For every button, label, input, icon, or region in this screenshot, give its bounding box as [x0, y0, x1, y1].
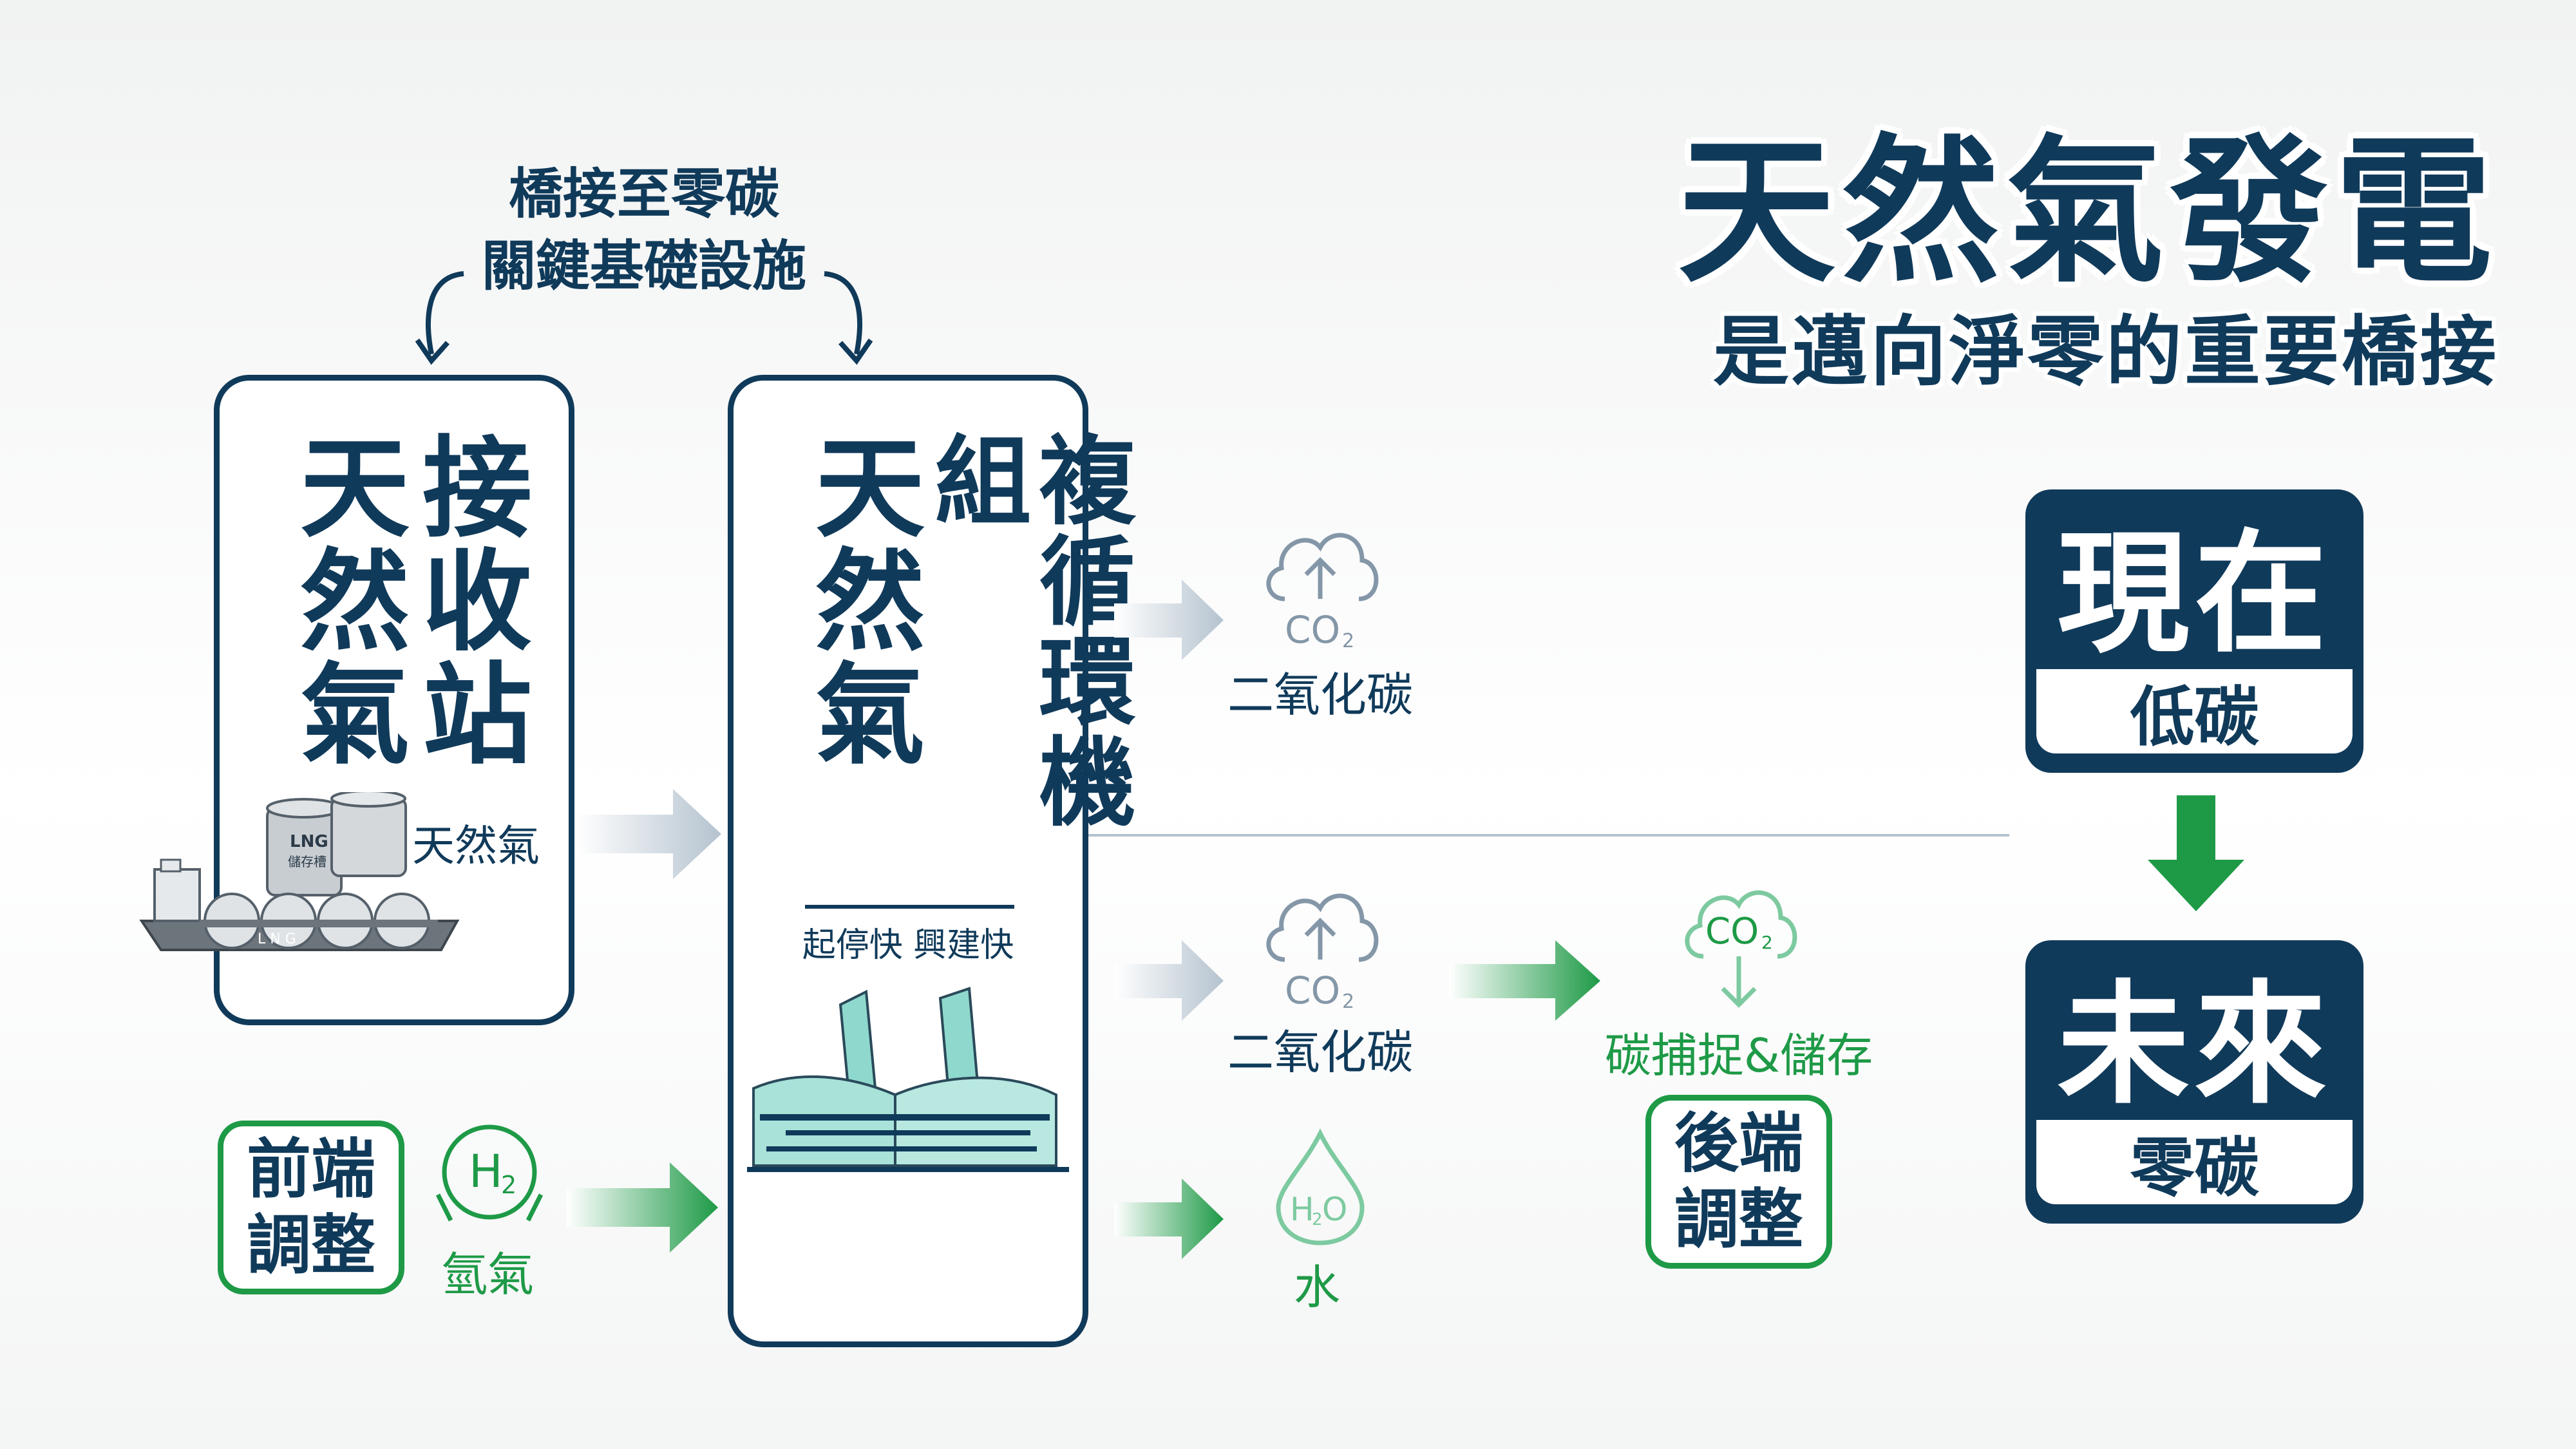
hydrogen-icon: H 2 — [435, 1124, 544, 1222]
output-arrow-bottom — [1114, 1179, 1224, 1259]
ccs-symbol: CO — [1705, 911, 1759, 952]
bridge-arrows — [415, 271, 873, 365]
ccgt-features: 起停快 興建快 — [802, 926, 1014, 965]
ccs-icon: CO 2 — [1685, 890, 1797, 1008]
h2-to-ccgt-arrow — [567, 1162, 718, 1253]
water-label: 水 — [1293, 1260, 1340, 1314]
frontend-line-1: 前端 — [247, 1132, 375, 1207]
co2-mid-subscript: 2 — [1342, 990, 1354, 1011]
divider-line — [1088, 834, 2009, 837]
hydrogen-label: 氫氣 — [441, 1247, 535, 1302]
h2-subscript: 2 — [501, 1171, 516, 1199]
bridge-caption: 橋接至零碳 關鍵基礎設施 — [419, 158, 869, 302]
status-future-title: 未來 — [2057, 968, 2332, 1122]
h2-symbol: H — [469, 1145, 503, 1198]
backend-adjust-box: 後端 調整 — [1645, 1095, 1832, 1269]
co2-top-label: 二氧化碳 — [1227, 668, 1413, 722]
ship-label: L N G — [258, 931, 296, 947]
backend-line-2: 調整 — [1674, 1182, 1803, 1257]
ccgt-gas-title: 天然氣 — [796, 430, 923, 770]
ccgt-title: 複循環機組 — [918, 430, 1135, 832]
frontend-line-2: 調整 — [247, 1208, 375, 1283]
tank-label: LNG — [290, 832, 328, 851]
status-card-future: 未來 零碳 — [2025, 940, 2363, 1224]
co2-cloud-icon-top: CO 2 — [1266, 533, 1379, 650]
ccgt-box — [728, 375, 1088, 1347]
power-plant-icon — [747, 987, 1069, 1172]
backend-line-1: 後端 — [1674, 1106, 1803, 1181]
output-arrow-top — [1114, 580, 1224, 660]
lng-terminal-title: 接收站 — [403, 430, 531, 770]
ccgt-divider — [805, 905, 1014, 909]
water-symbol-o: O — [1322, 1191, 1347, 1228]
tank-sub-label: 儲存槽 — [288, 854, 327, 869]
bridge-line-1: 橋接至零碳 — [508, 162, 779, 225]
page-title: 天然氣發電 — [1678, 120, 2499, 304]
bridge-line-2: 關鍵基礎設施 — [481, 234, 806, 298]
co2-mid-symbol: CO — [1285, 969, 1340, 1011]
bridge-arrowhead-right — [838, 338, 873, 365]
co2-middle-label: 二氧化碳 — [1227, 1025, 1413, 1079]
bridge-arrow-right — [824, 271, 862, 355]
co2-cloud-icon-middle: CO 2 — [1266, 893, 1379, 1011]
lng-to-ccgt-arrow — [576, 789, 721, 879]
output-arrow-middle — [1114, 940, 1224, 1021]
lng-flow-label: 天然氣 — [412, 821, 540, 871]
now-to-future-arrow — [2148, 795, 2244, 911]
water-drop-icon: H 2 O — [1276, 1128, 1365, 1245]
lng-ship-icon: LNG 儲存槽 L N G — [139, 792, 460, 951]
co2-top-symbol: CO — [1285, 608, 1340, 650]
co2-top-subscript: 2 — [1342, 630, 1354, 650]
status-card-now: 現在 低碳 — [2025, 489, 2363, 773]
bridge-arrowhead-left — [415, 338, 450, 365]
lng-terminal-gas-title: 天然氣 — [281, 430, 408, 770]
water-symbol-h: H — [1290, 1191, 1314, 1228]
ccs-subscript: 2 — [1761, 932, 1773, 953]
co2-to-ccs-arrow — [1449, 940, 1600, 1021]
status-now-title: 現在 — [2057, 517, 2332, 671]
status-now-sub: 低碳 — [2036, 669, 2353, 755]
ccs-label: 碳捕捉&儲存 — [1604, 1028, 1873, 1083]
page-subtitle: 是邁向淨零的重要橋接 — [1712, 307, 2499, 396]
frontend-adjust-box: 前端 調整 — [218, 1121, 404, 1294]
status-future-sub: 零碳 — [2036, 1120, 2353, 1206]
water-symbol-sub: 2 — [1312, 1210, 1323, 1229]
bridge-arrow-left — [426, 271, 464, 355]
